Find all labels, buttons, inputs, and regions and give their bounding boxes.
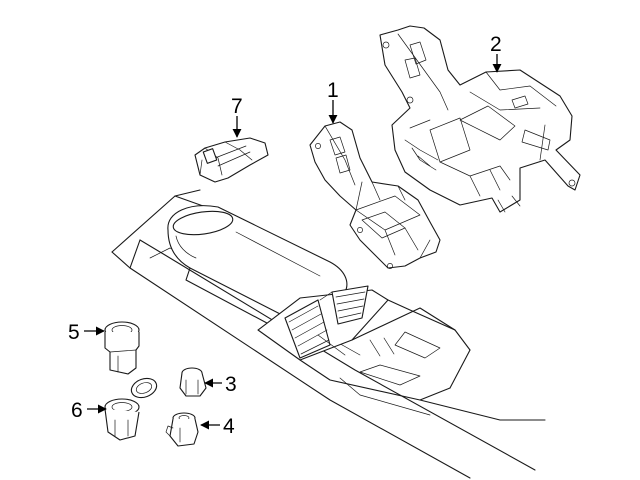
callout-5: 5 <box>68 321 80 344</box>
part-6-socket <box>104 377 158 441</box>
part-3-knob <box>179 367 207 397</box>
leader-lines <box>84 54 502 430</box>
part-7-switch <box>194 137 269 183</box>
center-console-illustration <box>111 189 546 479</box>
callout-4: 4 <box>223 415 235 438</box>
callout-2: 2 <box>490 33 502 56</box>
part-2-module <box>379 25 581 213</box>
callout-6: 6 <box>71 399 83 422</box>
part-4-connector <box>165 412 199 447</box>
callout-7: 7 <box>231 95 243 118</box>
callout-3: 3 <box>225 373 237 396</box>
part-5-socket <box>104 321 140 375</box>
part-1-module <box>309 121 441 269</box>
callout-labels: 1 2 7 5 6 3 4 <box>68 33 502 438</box>
callout-1: 1 <box>327 79 339 102</box>
